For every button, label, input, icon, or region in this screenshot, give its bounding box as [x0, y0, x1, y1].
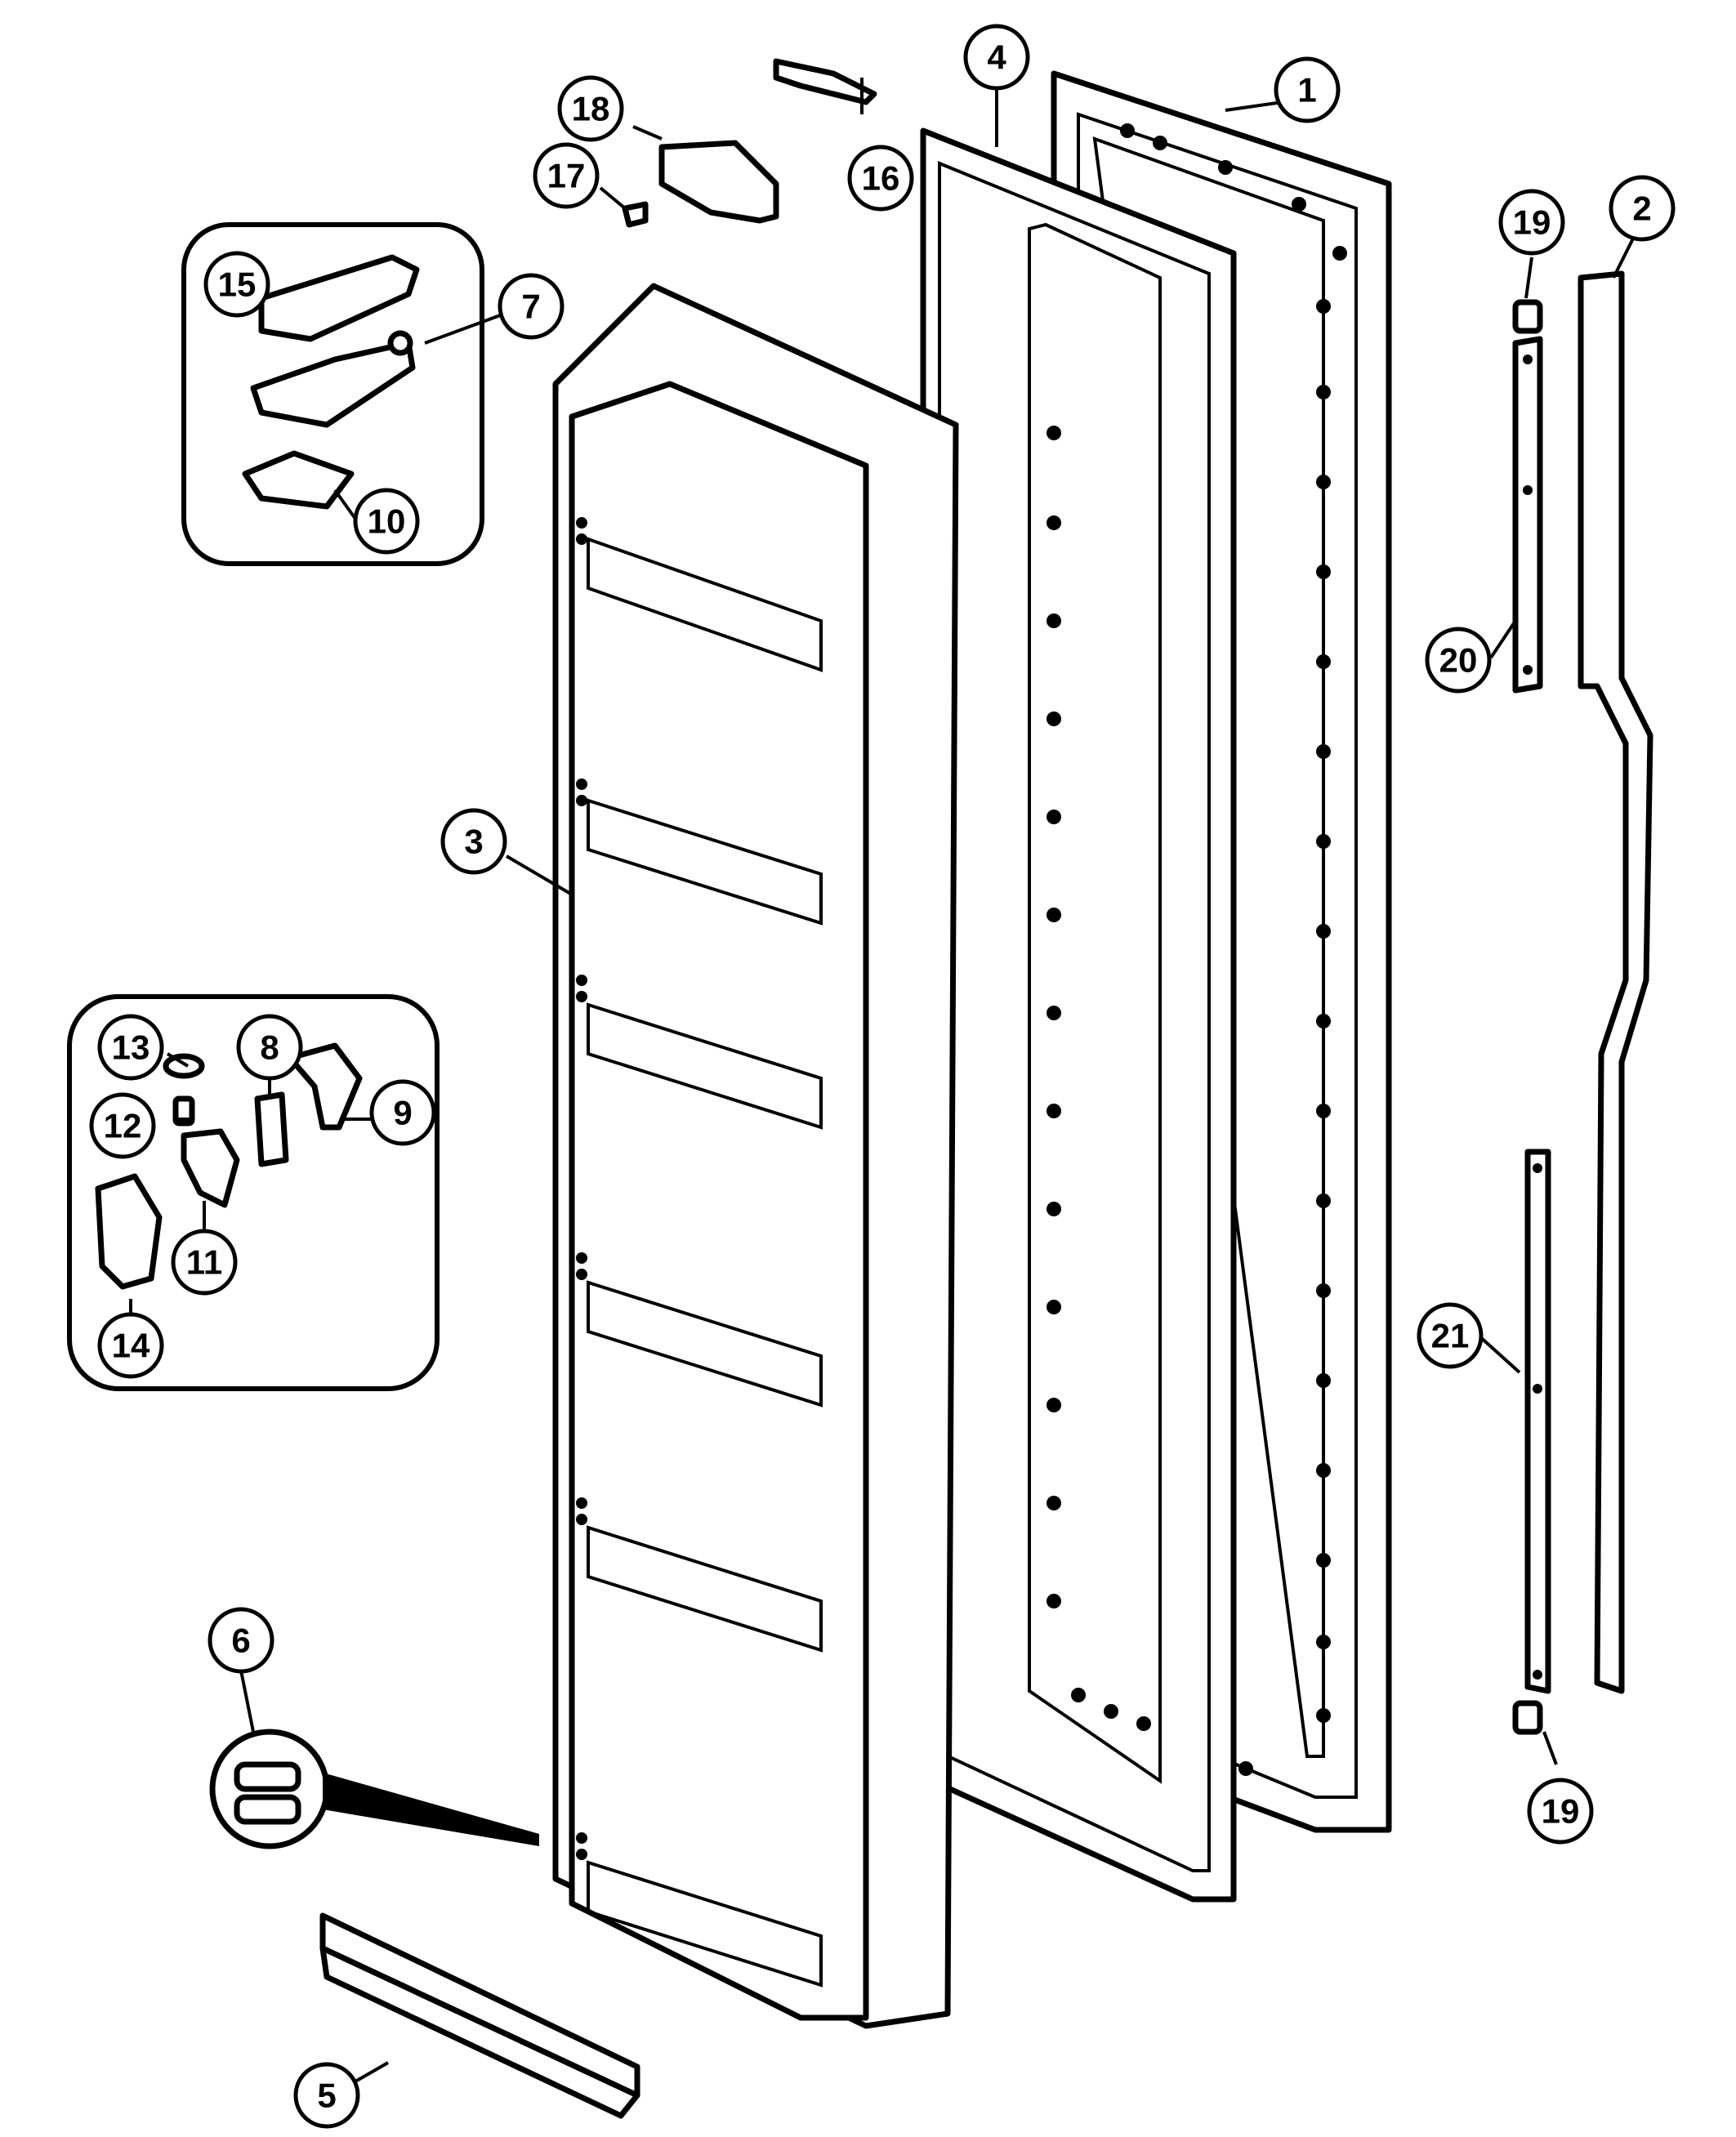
callout-4: 4: [963, 24, 1030, 91]
screw-part: [622, 201, 649, 228]
bottom-hinge-part: [181, 1128, 240, 1208]
upper-bracket-part: [1512, 336, 1543, 694]
door-panel-holes: [1120, 123, 1347, 1776]
liner-shelves: [587, 537, 823, 1988]
hinge-plate-part: [254, 1091, 289, 1167]
callout-11: 11: [171, 1229, 238, 1296]
callout-label: 17: [547, 157, 586, 195]
callout-13: 13: [97, 1014, 164, 1081]
callout-20: 20: [1425, 627, 1492, 694]
callout-label: 15: [218, 265, 257, 304]
callout-label: 20: [1439, 641, 1478, 680]
hinge-bushing-part: [95, 1173, 163, 1290]
door-gasket-part: [920, 127, 1237, 1903]
gasket-holes: [1047, 426, 1151, 1731]
callout-label: 10: [368, 502, 406, 541]
roller-assembly-part: [209, 1729, 539, 1849]
callout-9: 9: [369, 1079, 436, 1146]
callout-3: 3: [440, 808, 507, 875]
callout-label: 16: [862, 159, 900, 198]
callout-12: 12: [89, 1092, 156, 1159]
clip-part: [773, 58, 877, 105]
callout-label: 2: [1632, 190, 1651, 228]
callout-label: 5: [317, 2077, 336, 2115]
callout-label: 13: [112, 1028, 150, 1067]
hinge-pin-part: [172, 1095, 195, 1126]
callout-label: 21: [1431, 1317, 1470, 1355]
lower-bracket-part: [1524, 1149, 1551, 1694]
callout-label: 19: [1513, 203, 1551, 242]
callout-label: 19: [1542, 1792, 1580, 1831]
lower-end-cap-part: [1512, 1700, 1543, 1735]
callout-label: 11: [186, 1243, 222, 1282]
top-hinge-part: [250, 330, 416, 428]
hinge-shim-part: [242, 450, 355, 510]
callout-label: 7: [521, 288, 540, 326]
hinge-bracket-part: [287, 1042, 363, 1131]
callout-15: 15: [203, 251, 270, 318]
callout-18: 18: [557, 75, 624, 142]
hinge-cover-part: [658, 140, 779, 224]
callout-10: 10: [353, 488, 420, 555]
callout-5: 5: [293, 2062, 360, 2129]
callout-6: 6: [208, 1607, 274, 1674]
callout-label: 9: [393, 1094, 412, 1132]
callout-7: 7: [498, 273, 565, 340]
upper-end-cap-part: [1512, 299, 1543, 334]
callout-16: 16: [847, 145, 914, 212]
liner-holes: [576, 517, 587, 1860]
top-hinge-cover-part: [258, 254, 420, 342]
callout-label: 8: [260, 1028, 279, 1067]
side-trim-part: [1578, 270, 1653, 1694]
door-liner-part: [552, 283, 959, 2029]
callout-17: 17: [533, 142, 600, 209]
callout-19-top: 19: [1498, 189, 1565, 256]
callout-14: 14: [97, 1312, 164, 1379]
callout-2: 2: [1609, 175, 1676, 242]
callout-label: 4: [987, 38, 1006, 77]
callout-label: 3: [464, 823, 483, 861]
callout-21: 21: [1417, 1302, 1484, 1369]
callout-label: 6: [231, 1622, 250, 1660]
callout-label: 1: [1297, 71, 1316, 109]
callout-8: 8: [236, 1014, 303, 1081]
callout-label: 14: [112, 1327, 150, 1365]
bottom-trim-part: [319, 1912, 640, 2119]
callout-label: 18: [572, 90, 610, 128]
callout-label: 12: [104, 1107, 142, 1145]
washer-part: [163, 1053, 205, 1079]
callout-19-bottom: 19: [1527, 1778, 1594, 1845]
leader-lines: [129, 78, 1636, 2083]
callout-1: 1: [1274, 56, 1341, 123]
